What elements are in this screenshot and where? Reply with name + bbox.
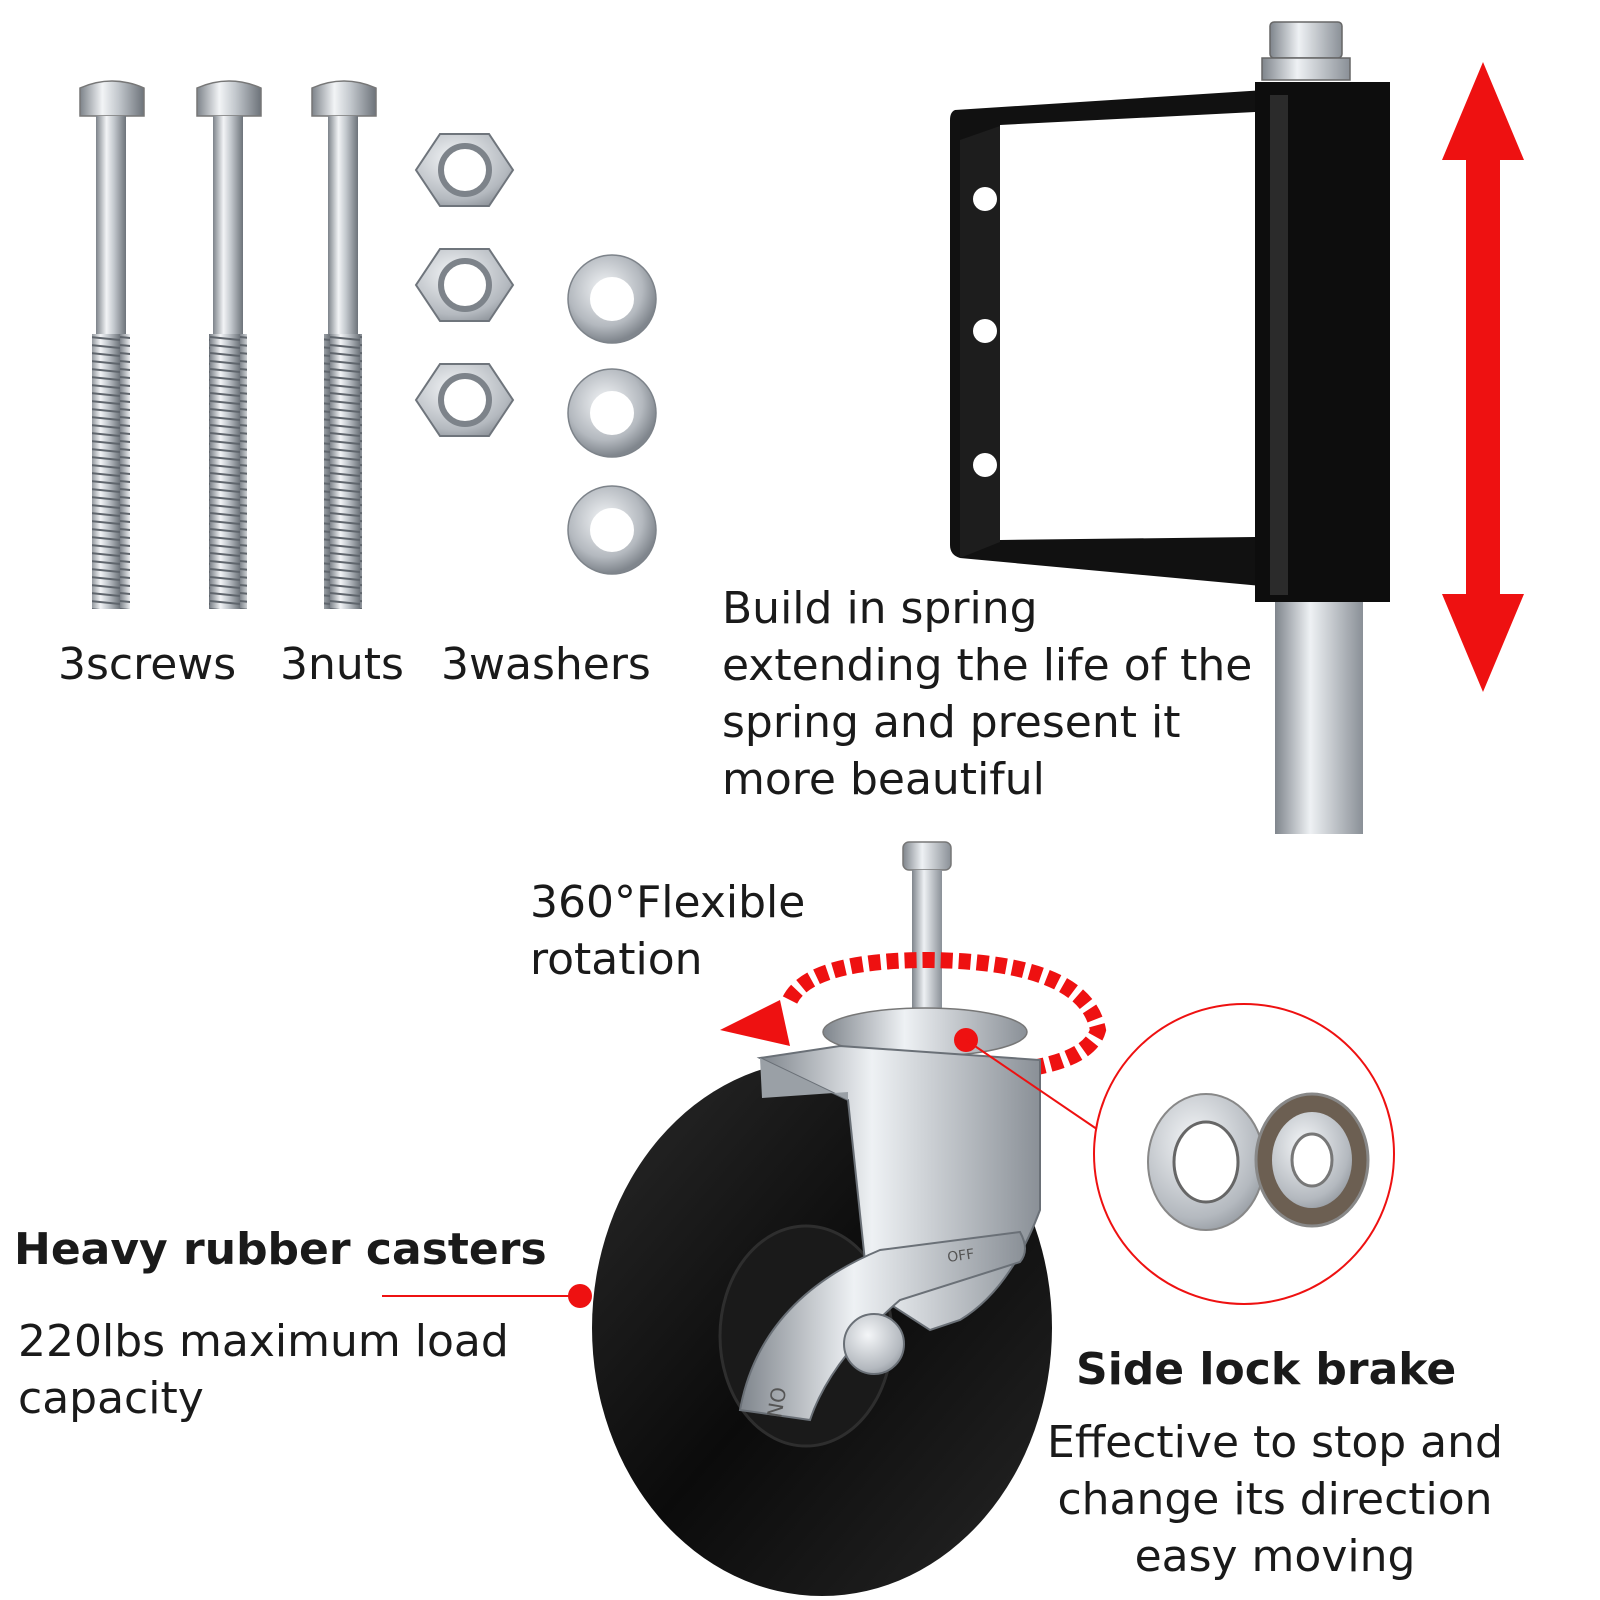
brake-detail: Effective to stop and change its directi… [1047,1417,1503,1582]
screws-label: 3screws [58,639,237,690]
bearing-callout [954,1003,1395,1305]
screw-3-icon [311,80,377,609]
brake-title: Side lock brake [1076,1344,1457,1395]
vertical-arrow-icon [1442,62,1524,692]
screw-2-icon [196,80,262,609]
washer-3-icon [567,485,657,575]
rotation-label: 360°Flexible rotation [530,877,806,985]
rubber-caster-detail: 220lbs maximum load capacity [18,1316,509,1424]
washers-label: 3washers [441,639,651,690]
caster-wheel-icon: OFF ON [592,841,1107,1596]
bearing-icon [1147,1092,1370,1231]
nut-2-icon [414,248,515,322]
washer-1-icon [567,254,657,344]
rotation-arrow-icon [720,951,1107,1078]
pedal-off-label: OFF [946,1246,975,1266]
spring-description: Build in spring extending the life of th… [722,583,1253,805]
nut-3-icon [414,363,515,437]
screw-1-icon [79,80,145,609]
spring-bracket-icon [950,21,1524,834]
nuts-label: 3nuts [280,639,404,690]
washer-2-icon [567,368,657,458]
rubber-caster-title: Heavy rubber casters [14,1224,547,1275]
pedal-on-label: ON [762,1385,791,1419]
rubber-callout [382,1284,592,1308]
nut-1-icon [414,133,515,207]
